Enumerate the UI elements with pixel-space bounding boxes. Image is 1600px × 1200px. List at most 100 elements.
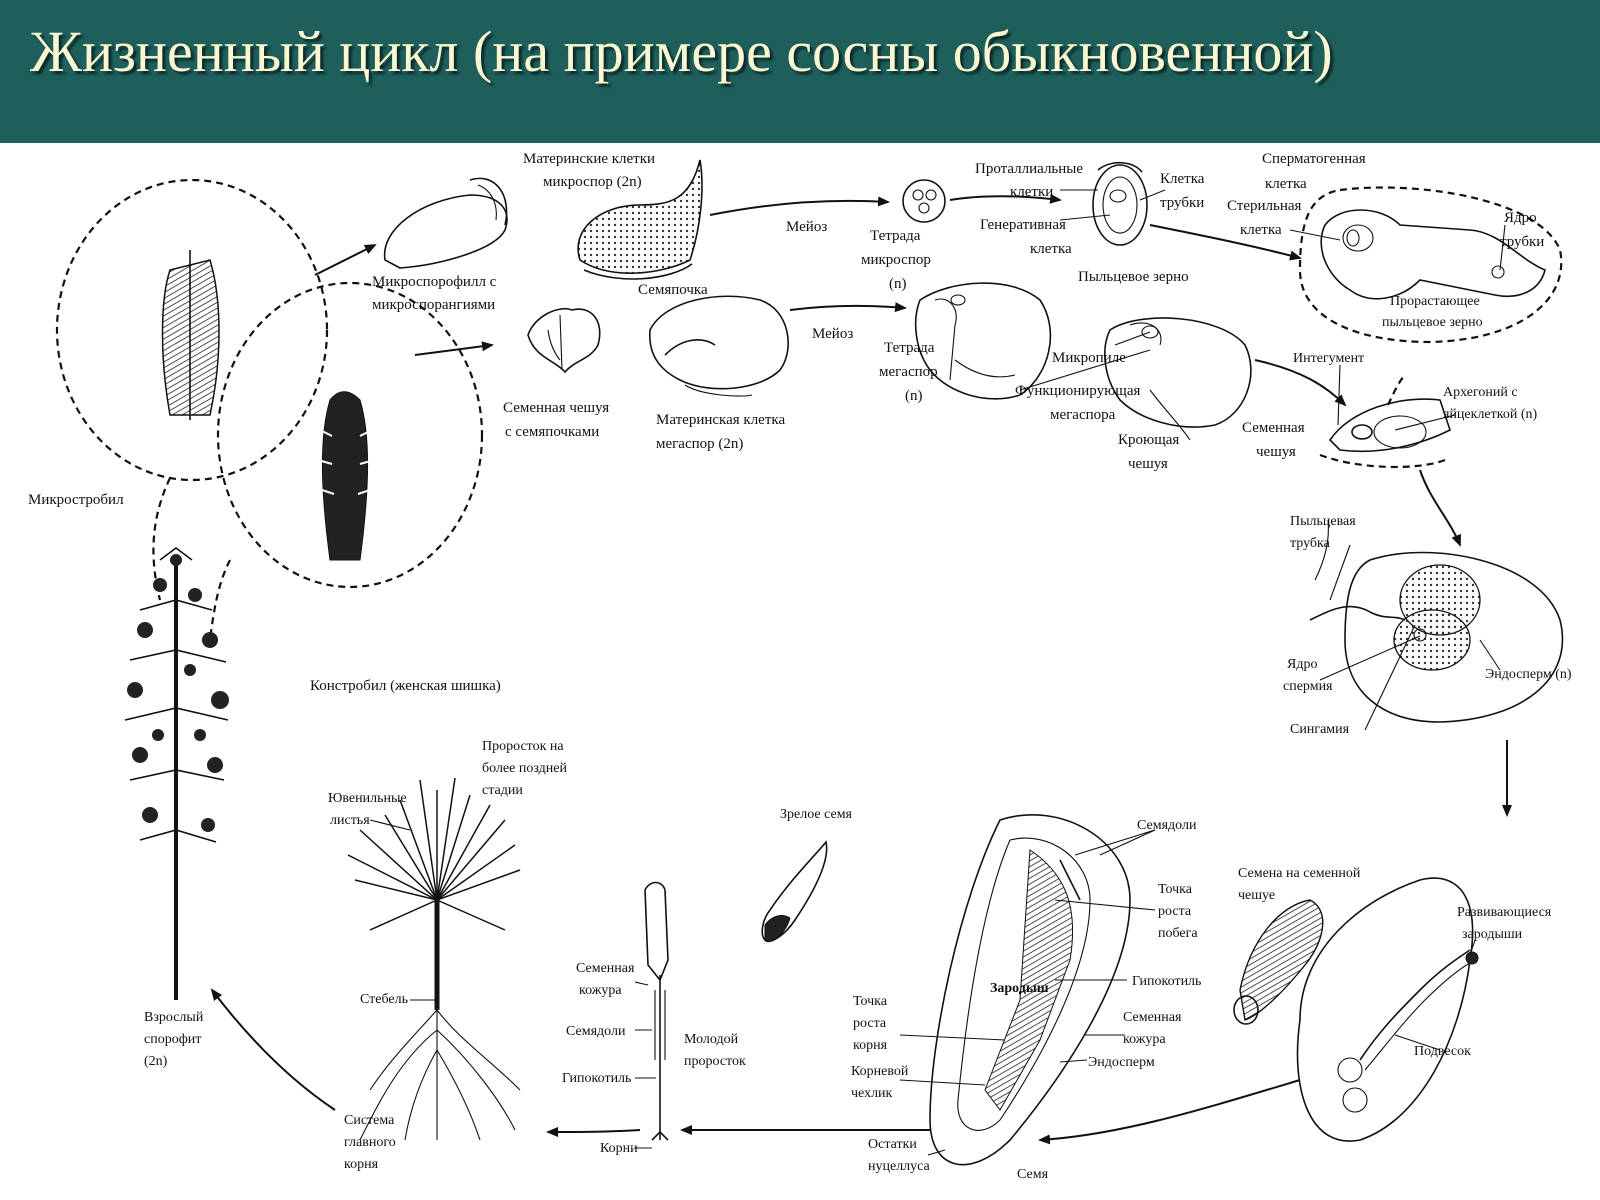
label-seeds-on-scale-1: Семена на семенной <box>1238 866 1361 881</box>
label-root-apex-1: Точка <box>853 994 888 1009</box>
label-stem: Стебель <box>360 992 408 1007</box>
label-germinating-1: Прорастающее <box>1390 294 1480 309</box>
label-microsporophyll-2: микроспорангиями <box>372 297 495 313</box>
label-tube-nucleus-1: Ядро <box>1504 210 1537 226</box>
germinating-pollen-drawing <box>1298 186 1563 344</box>
label-seed-coat-b-1: Семенная <box>1123 1010 1182 1025</box>
label-shoot-apex-2: роста <box>1158 904 1192 919</box>
label-root-cap-2: чехлик <box>851 1086 893 1101</box>
label-tetrad-megaspores-1: Тетрада <box>884 340 935 356</box>
pine-tree-drawing <box>124 547 229 1000</box>
label-sperm-nucleus-2: спермия <box>1283 679 1333 694</box>
mature-seed-drawing <box>761 840 828 942</box>
label-pollen-grain: Пыльцевое зерно <box>1078 269 1189 285</box>
label-constrobil: Констробил (женская шишка) <box>310 678 501 694</box>
label-nucellus-1: Остатки <box>868 1137 917 1152</box>
label-suspensor: Подвесок <box>1414 1044 1471 1059</box>
label-seed-scale-ovules-1: Семенная чешуя <box>503 400 609 416</box>
label-tetrad-megaspores-3: (n) <box>905 388 923 404</box>
label-meiosis-2: Мейоз <box>812 326 853 342</box>
developing-embryos-drawing <box>1296 877 1479 1142</box>
label-seed-scale-1: Семенная <box>1242 420 1305 436</box>
microsporangium-drawing <box>577 159 703 280</box>
label-bract-scale-1: Кроющая <box>1118 432 1179 448</box>
label-meiosis-1: Мейоз <box>786 219 827 235</box>
functional-megaspore-drawing <box>1104 317 1252 441</box>
label-developing-embryos-1: Развивающиеся <box>1457 905 1552 920</box>
labels: Материнские клетки микроспор (2n) Мейоз … <box>28 151 1572 1182</box>
cycle-arrows <box>210 193 1461 1145</box>
label-seeds-on-scale-2: чешуе <box>1238 888 1275 903</box>
label-tube-nucleus-2: трубки <box>1500 234 1544 250</box>
label-spermatogenous-1: Сперматогенная <box>1262 151 1366 167</box>
label-mature-seed: Зрелое семя <box>780 807 853 822</box>
title-bar: Жизненный цикл (на примере сосны обыкнов… <box>0 0 1600 143</box>
label-cotyledons: Семядоли <box>1137 818 1197 833</box>
seeds-on-scale-drawing <box>1233 899 1324 1025</box>
label-young-seedling-1: Молодой <box>684 1032 739 1047</box>
cone-connector <box>208 559 231 641</box>
label-sterile-1: Стерильная <box>1227 198 1302 214</box>
label-ovule: Семяпочка <box>638 282 708 298</box>
label-root-apex-3: корня <box>853 1038 888 1053</box>
label-generative-1: Генеративная <box>980 217 1066 233</box>
label-seed-scale-2: чешуя <box>1256 444 1296 460</box>
ovule-drawing <box>649 295 789 397</box>
seed-scale-ovules-drawing <box>527 308 601 374</box>
label-adult-2: спорофит <box>144 1032 201 1047</box>
label-later-seedling-1: Проросток на <box>482 739 564 754</box>
label-microstrobil: Микростробил <box>28 492 124 508</box>
label-mother-cells-microspores: Материнские клетки <box>523 151 655 167</box>
label-tetrad-microspores-3: (n) <box>889 276 907 292</box>
label-syngamy: Сингамия <box>1290 722 1350 737</box>
microsporophyll-drawing <box>383 177 508 269</box>
leader-lines <box>369 189 1506 1156</box>
label-pollen-tube-2: трубка <box>1290 536 1331 551</box>
label-hypocotyl: Гипокотиль <box>1132 974 1201 989</box>
fertilization-drawing <box>1309 519 1564 723</box>
label-juvenile-2: листья <box>330 813 370 828</box>
label-shoot-apex-1: Точка <box>1158 882 1193 897</box>
label-embryo: Зародыш <box>990 981 1049 996</box>
label-hypocotyl-2: Гипокотиль <box>562 1071 631 1086</box>
label-mother-cells-microspores-2: микроспор (2n) <box>543 174 642 190</box>
page-title: Жизненный цикл (на примере сосны обыкнов… <box>30 19 1333 84</box>
young-seedling-drawing <box>644 881 669 1141</box>
tetrad-megaspores-drawing <box>914 282 1052 400</box>
label-taproot-3: корня <box>344 1157 379 1172</box>
female-cone-circle <box>216 281 484 589</box>
later-seedling-drawing <box>347 777 521 1141</box>
label-microsporophyll-1: Микроспорофилл с <box>372 274 497 290</box>
label-young-seedling-2: проросток <box>684 1054 746 1069</box>
label-taproot-1: Система <box>344 1113 395 1128</box>
label-seed: Семя <box>1017 1167 1049 1182</box>
label-pollen-tube-1: Пыльцевая <box>1290 514 1356 529</box>
pollen-grain-drawing <box>1092 161 1148 246</box>
label-spermatogenous-2: клетка <box>1265 176 1307 192</box>
label-shoot-apex-3: побега <box>1158 926 1198 941</box>
label-micropyle: Микропиле <box>1052 350 1126 366</box>
label-integument: Интегумент <box>1293 351 1364 366</box>
label-endosperm: Эндосперм <box>1088 1055 1155 1070</box>
label-juvenile-1: Ювенильные <box>328 791 407 806</box>
label-root-apex-2: роста <box>853 1016 887 1031</box>
label-prothallial-1: Проталлиальные <box>975 161 1083 177</box>
label-germinating-2: пыльцевое зерно <box>1382 315 1483 330</box>
label-developing-embryos-2: зародыши <box>1462 927 1523 942</box>
label-tetrad-megaspores-2: мегаспор <box>879 364 938 380</box>
label-adult-1: Взрослый <box>144 1010 204 1025</box>
label-functional-megaspore-1: Функционирующая <box>1015 383 1140 399</box>
label-archegonium-1: Архегоний с <box>1443 385 1518 400</box>
label-archegonium-2: яйцеклеткой (n) <box>1443 407 1538 422</box>
label-taproot-2: главного <box>344 1135 396 1150</box>
label-sterile-2: клетка <box>1240 222 1282 238</box>
label-cotyledons-2: Семядоли <box>566 1024 626 1039</box>
tetrad-microspores-drawing <box>902 179 946 223</box>
label-sperm-nucleus-1: Ядро <box>1287 657 1317 672</box>
label-megaspore-mother-2: мегаспор (2n) <box>656 436 743 452</box>
label-tube-cell-1: Клетка <box>1160 171 1205 187</box>
label-seed-coat-2: кожура <box>579 983 622 998</box>
label-endosperm-n: Эндосперм (n) <box>1485 667 1572 682</box>
label-tetrad-microspores-1: Тетрада <box>870 228 921 244</box>
